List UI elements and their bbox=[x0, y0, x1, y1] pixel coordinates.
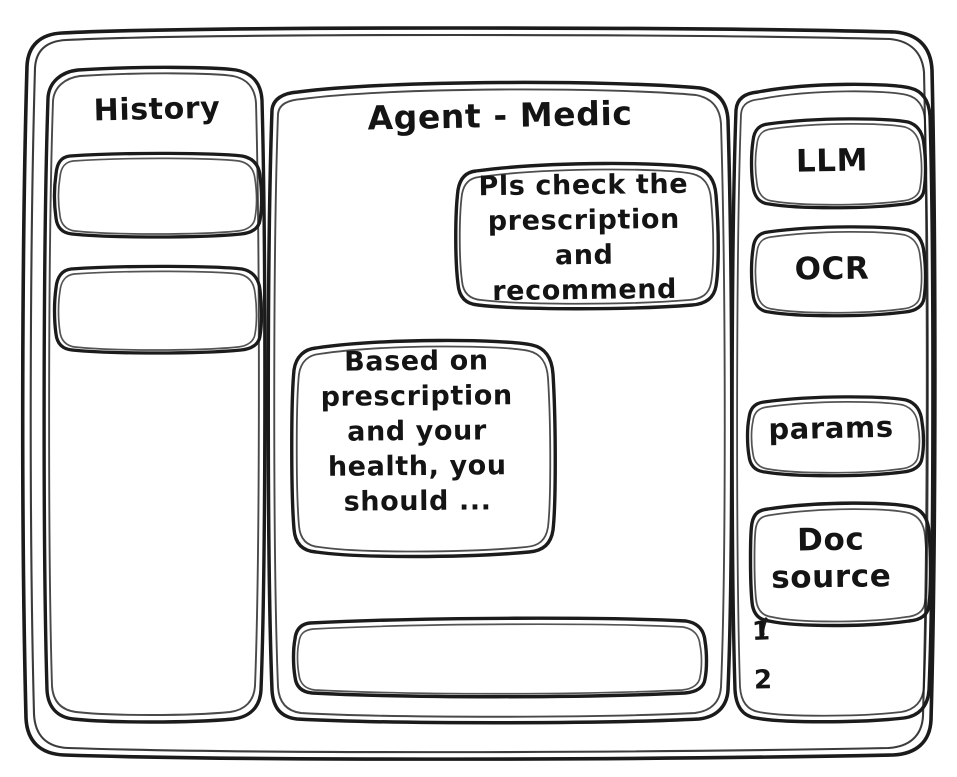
history-item-2[interactable] bbox=[40, 255, 280, 365]
tools-panel bbox=[720, 0, 957, 777]
doc-source-item-2[interactable]: 2 bbox=[753, 665, 773, 696]
history-item-1[interactable] bbox=[40, 140, 280, 250]
message-composer[interactable] bbox=[280, 605, 720, 700]
doc-source-item-1[interactable]: 1 bbox=[751, 616, 772, 648]
tool-llm-label: LLM bbox=[795, 142, 869, 180]
tool-ocr-label: OCR bbox=[794, 250, 870, 288]
agent-panel-title: Agent - Medic bbox=[367, 93, 633, 138]
agent-message-text: Based on prescription and your health, y… bbox=[320, 345, 513, 519]
history-panel-title: History bbox=[93, 90, 221, 129]
tool-doc-source-label: Doc source bbox=[770, 521, 892, 596]
tool-params-label: params bbox=[768, 409, 894, 447]
user-message-text: Pls check the prescription and recommend bbox=[478, 168, 689, 308]
